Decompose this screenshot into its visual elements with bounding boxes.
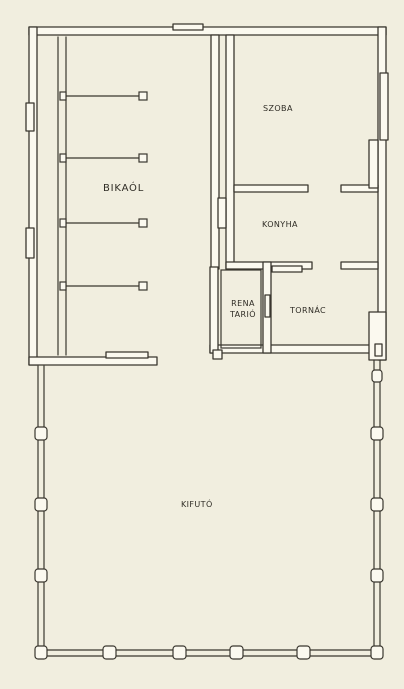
barn-partition-wall-lower [209, 266, 219, 354]
east-window [379, 72, 389, 141]
room-label-storage-line2: TARIÓ [230, 310, 256, 319]
barn-partition-wall-upper [210, 34, 220, 270]
fence-post [172, 645, 187, 660]
west-window-lower [25, 227, 35, 259]
north-wall [28, 26, 387, 36]
fence-post [370, 426, 384, 441]
kitchen-door [271, 265, 303, 273]
fence-post [296, 645, 311, 660]
room-label-storage-line1: RENA [231, 299, 255, 308]
south-wall-barn [28, 356, 158, 366]
room-label-living-room: SZOBA [263, 104, 293, 113]
room-label-yard: KIFUTÓ [181, 500, 213, 509]
west-wall [28, 26, 38, 366]
stall-divider-joint-2 [59, 153, 67, 163]
interior-walls [209, 34, 387, 361]
barn-door [105, 351, 149, 359]
fence-post [371, 369, 383, 383]
outer-walls [28, 26, 387, 366]
fence-post-corner-se [370, 645, 384, 660]
stall-feeder-2 [138, 153, 148, 163]
yard-fence [34, 359, 384, 660]
room-label-barn: BIKAÓL [103, 183, 145, 194]
storage-room-outline [220, 269, 262, 349]
fence-post [34, 497, 48, 512]
living-west-wall [225, 34, 235, 270]
porch-step [374, 343, 383, 357]
stall-divider-joint-1 [59, 91, 67, 101]
fence-post [102, 645, 117, 660]
south-wall-porch [209, 344, 377, 354]
fence-post [34, 568, 48, 583]
openings [25, 23, 389, 360]
kitchen-window [217, 197, 227, 229]
room-label-kitchen: KONYHA [262, 220, 298, 229]
barn-stalls [57, 36, 148, 356]
room-label-storage: RENA TARIÓ [224, 298, 262, 320]
kitchen-south-wall-right [340, 261, 379, 270]
living-chimney-wall [368, 139, 379, 189]
fence-post [370, 568, 384, 583]
west-window-upper [25, 102, 35, 132]
storage-door [264, 294, 271, 318]
stall-feeder-1 [138, 91, 148, 101]
storage-room [220, 269, 262, 349]
fence-post [229, 645, 244, 660]
fence-post [34, 426, 48, 441]
stall-divider-joint-4 [59, 281, 67, 291]
stall-divider-joint-3 [59, 218, 67, 228]
stall-feeder-4 [138, 281, 148, 291]
north-window [172, 23, 204, 31]
fence-post [370, 497, 384, 512]
fence-post-corner-sw [34, 645, 48, 660]
living-kitchen-wall-left [233, 184, 309, 193]
storage-step [212, 349, 223, 360]
room-label-porch: TORNÁC [290, 306, 327, 315]
stall-feeder-3 [138, 218, 148, 228]
